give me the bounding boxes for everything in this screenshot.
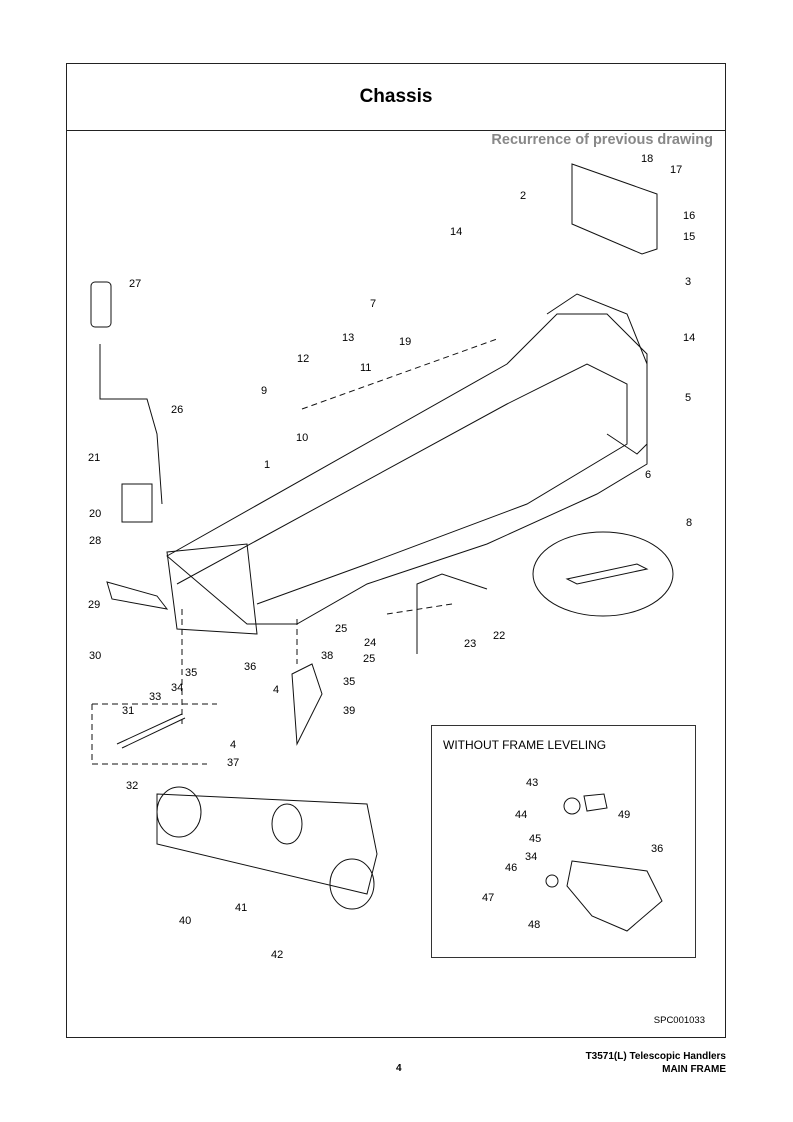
callout-25a: 25 — [335, 623, 347, 635]
callout-46: 46 — [505, 862, 517, 874]
callout-14b: 14 — [683, 332, 695, 344]
callout-12: 12 — [297, 353, 309, 365]
callout-36: 36 — [244, 661, 256, 673]
callout-25b: 25 — [363, 653, 375, 665]
callout-3: 3 — [685, 276, 691, 288]
callout-48: 48 — [528, 919, 540, 931]
callout-13: 13 — [342, 332, 354, 344]
rear-cross-member — [291, 663, 323, 746]
inset-title: WITHOUT FRAME LEVELING — [443, 738, 607, 752]
main-frame-outline — [166, 313, 648, 625]
chassis-exploded-drawing: 1 2 3 4 4 5 6 7 8 9 10 11 12 13 14 14 15… — [88, 153, 695, 961]
callout-42: 42 — [271, 949, 283, 961]
callout-7: 7 — [370, 298, 376, 310]
callout-27: 27 — [129, 278, 141, 290]
title-bar: Chassis — [67, 64, 725, 131]
callout-26: 26 — [171, 404, 183, 416]
guard-plate — [571, 163, 658, 255]
callout-49: 49 — [618, 809, 630, 821]
callout-34-inset: 34 — [525, 851, 537, 863]
callout-4b: 4 — [230, 739, 236, 751]
callout-40: 40 — [179, 915, 191, 927]
callout-41: 41 — [235, 902, 247, 914]
callout-32: 32 — [126, 780, 138, 792]
callout-22: 22 — [493, 630, 505, 642]
inset-drawing: 43 44 45 49 34 36 46 47 48 — [482, 777, 663, 932]
drawing-code: SPC001033 — [653, 1015, 705, 1026]
callout-45: 45 — [529, 833, 541, 845]
callout-39: 39 — [343, 705, 355, 717]
callout-19: 19 — [399, 336, 411, 348]
callout-20: 20 — [89, 508, 101, 520]
callout-35a: 35 — [185, 667, 197, 679]
callout-37: 37 — [227, 757, 239, 769]
page-number: 4 — [396, 1063, 402, 1074]
callout-18: 18 — [641, 153, 653, 165]
recurrence-note: Recurrence of previous drawing — [491, 132, 713, 148]
diagram-frame: Chassis Recurrence of previous drawing — [66, 63, 726, 1038]
callout-36-inset: 36 — [651, 843, 663, 855]
callout-31: 31 — [122, 705, 134, 717]
footer-info: T3571(L) Telescopic Handlers MAIN FRAME — [586, 1050, 726, 1076]
callout-2: 2 — [520, 190, 526, 202]
pivot-bracket — [546, 293, 648, 455]
front-axle — [156, 793, 378, 895]
callout-17: 17 — [670, 164, 682, 176]
callout-9: 9 — [261, 385, 267, 397]
main-frame-inner — [176, 363, 628, 605]
callout-47: 47 — [482, 892, 494, 904]
callout-16: 16 — [683, 210, 695, 222]
callout-35b: 35 — [343, 676, 355, 688]
callout-33: 33 — [149, 691, 161, 703]
callout-1: 1 — [264, 459, 270, 471]
callout-8: 8 — [686, 517, 692, 529]
callout-10: 10 — [296, 432, 308, 444]
callout-38: 38 — [321, 650, 333, 662]
callout-14a: 14 — [450, 226, 462, 238]
callout-28: 28 — [89, 535, 101, 547]
detail-magnifier — [532, 531, 674, 617]
callout-4a: 4 — [273, 684, 279, 696]
mirror-arm — [99, 344, 163, 505]
callout-43: 43 — [526, 777, 538, 789]
footer-model: T3571(L) Telescopic Handlers — [585, 1051, 726, 1062]
footer-section: MAIN FRAME — [662, 1064, 726, 1075]
callout-24: 24 — [364, 637, 376, 649]
callout-5: 5 — [685, 392, 691, 404]
callout-23: 23 — [464, 638, 476, 650]
rear-plate — [166, 543, 258, 635]
page-title: Chassis — [359, 86, 433, 107]
callout-44: 44 — [515, 809, 527, 821]
callout-15: 15 — [683, 231, 695, 243]
callout-30: 30 — [89, 650, 101, 662]
callout-29: 29 — [88, 599, 100, 611]
callout-34: 34 — [171, 682, 183, 694]
callout-6: 6 — [645, 469, 651, 481]
inset-without-frame-leveling: WITHOUT FRAME LEVELING 43 44 45 49 34 36… — [431, 725, 696, 958]
callout-labels: 1 2 3 4 4 5 6 7 8 9 10 11 12 13 14 14 15… — [88, 153, 695, 961]
callout-11: 11 — [360, 362, 371, 374]
callout-21: 21 — [88, 452, 100, 464]
